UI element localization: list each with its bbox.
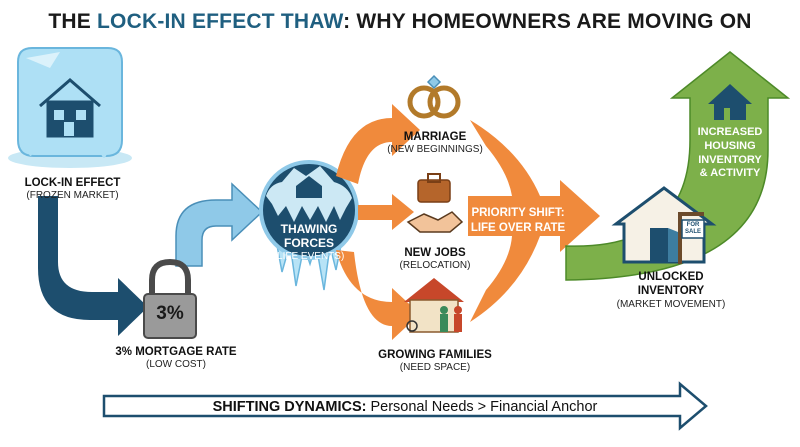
orange-arrows [336,104,420,340]
event-growing-families: GROWING FAMILIES (NEED SPACE) [378,349,492,374]
event-marriage: MARRIAGE (NEW BEGINNINGS) [387,131,483,156]
priority-shift-arrow [468,120,600,322]
bottom-arrow [102,381,708,431]
thawing-forces-label: THAWING FORCES (LIFE EVENTS) [273,222,345,262]
priority-shift-label: PRIORITY SHIFT: LIFE OVER RATE [470,207,566,234]
page-title: THE LOCK-IN EFFECT THAW: WHY HOMEOWNERS … [48,10,752,33]
family-house-icon [404,278,464,333]
event-new-jobs: NEW JOBS (RELOCATION) [399,247,471,272]
thawing-forces-icon [259,160,359,291]
navy-arrow [38,196,148,336]
briefcase-handshake-icon [406,173,464,233]
for-sale-sign: FOR SALE [684,222,701,235]
rings-icon [407,74,461,119]
small-house-icon [708,84,752,120]
ice-cube-icon [8,47,132,168]
mortgage-badge: 3% [156,303,184,324]
padlock-icon [143,258,197,339]
lock-in-label: LOCK-IN EFFECT (FROZEN MARKET) [24,177,121,202]
unlocked-house-icon [611,186,717,264]
light-blue-arrow [175,182,264,267]
increased-inventory-label: INCREASED HOUSING INVENTORY & ACTIVITY [697,126,763,180]
mortgage-label: 3% MORTGAGE RATE (LOW COST) [115,346,237,371]
unlocked-inventory-label: UNLOCKED INVENTORY (MARKET MOVEMENT) [616,271,726,310]
shifting-dynamics-text: SHIFTING DYNAMICS: Personal Needs > Fina… [212,399,598,415]
